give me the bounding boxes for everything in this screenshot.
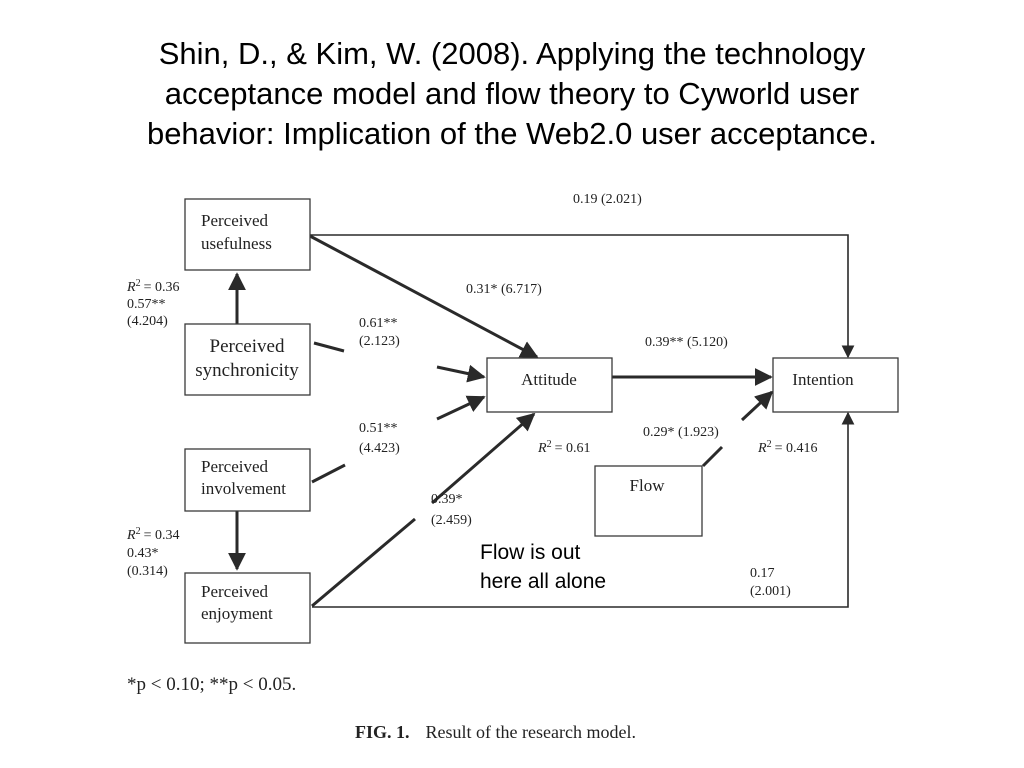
t-synchronicity-attitude: (2.123) <box>359 334 400 349</box>
node-synchronicity-line-1: Perceived <box>210 336 285 357</box>
r2-intention-symbol: R <box>757 441 767 456</box>
r2-attitude-symbol: R <box>537 441 547 456</box>
node-synchronicity-line-2: synchronicity <box>195 360 299 381</box>
node-perceived-synchronicity: Perceived synchronicity <box>184 323 311 396</box>
t-enjoyment-intention: (2.001) <box>750 584 791 599</box>
coef-enjoyment-attitude: 0.39* <box>431 492 463 507</box>
node-flow-label: Flow <box>630 476 666 495</box>
coef-involvement-enjoyment: 0.43* <box>127 546 159 561</box>
t-enjoyment-attitude: (2.459) <box>431 513 472 528</box>
slide-title: Shin, D., & Kim, W. (2008). Applying the… <box>40 34 984 154</box>
t-involvement-enjoyment: (0.314) <box>127 564 168 579</box>
node-perceived-usefulness: Perceived usefulness <box>184 198 311 271</box>
figure-caption-label: FIG. 1. <box>355 722 410 742</box>
r2-intention-exponent: 2 <box>767 439 772 450</box>
r2-intention: R2= 0.416 <box>757 439 817 456</box>
title-line-1: Shin, D., & Kim, W. (2008). Applying the… <box>158 36 866 71</box>
title-line-2: acceptance model and flow theory to Cywo… <box>164 76 860 111</box>
coef-attitude-intention: 0.39** (5.120) <box>645 335 728 350</box>
node-enjoyment-line-1: Perceived <box>201 582 269 601</box>
coef-usefulness-intention: 0.19 (2.021) <box>573 192 642 207</box>
coef-enjoyment-intention: 0.17 <box>750 566 775 581</box>
node-attitude-label: Attitude <box>521 370 577 389</box>
edge-flow-intention-start <box>701 445 724 468</box>
edge-synchronicity-attitude-end <box>436 364 486 383</box>
r2-attitude: R2= 0.61 <box>537 439 590 456</box>
node-intention: Intention <box>772 357 899 413</box>
r2-enjoyment-symbol: R <box>126 528 136 543</box>
edge-usefulness-attitude <box>309 234 539 359</box>
r2-intention-value: = 0.416 <box>775 441 818 456</box>
t-involvement-attitude: (4.423) <box>359 441 400 456</box>
edge-involvement-attitude-end <box>436 395 486 421</box>
node-attitude: Attitude <box>486 357 613 413</box>
edge-enjoyment-attitude-end <box>431 412 536 505</box>
coef-synchronicity-attitude: 0.61** <box>359 316 398 331</box>
node-intention-label: Intention <box>792 370 854 389</box>
node-usefulness-line-1: Perceived <box>201 211 269 230</box>
r2-usefulness-symbol: R <box>126 280 136 295</box>
flow-annotation-line-2: here all alone <box>480 570 607 593</box>
node-involvement-line-2: involvement <box>201 479 286 498</box>
r2-usefulness-value: = 0.36 <box>144 280 180 295</box>
coef-involvement-attitude: 0.51** <box>359 421 398 436</box>
edge-involvement-attitude-start <box>311 463 346 484</box>
figure-caption-text: Result of the research model. <box>425 722 636 742</box>
edge-flow-intention-end <box>740 390 774 422</box>
r2-enjoyment-exponent: 2 <box>136 526 141 537</box>
node-perceived-involvement: Perceived involvement <box>184 448 311 512</box>
r2-usefulness: R2= 0.36 <box>126 278 179 295</box>
coef-flow-intention: 0.29* (1.923) <box>643 425 719 440</box>
t-synchronicity-usefulness: (4.204) <box>127 314 168 329</box>
r2-enjoyment-value: = 0.34 <box>144 528 180 543</box>
node-flow: Flow <box>594 465 703 537</box>
edge-synchronicity-attitude-start <box>313 341 345 353</box>
r2-attitude-value: = 0.61 <box>555 441 591 456</box>
r2-enjoyment: R2= 0.34 <box>126 526 179 543</box>
coef-usefulness-attitude: 0.31* (6.717) <box>466 282 542 297</box>
figure-caption: FIG. 1. Result of the research model. <box>355 722 636 743</box>
node-involvement-line-1: Perceived <box>201 457 269 476</box>
edge-enjoyment-attitude-start <box>311 517 416 608</box>
coef-synchronicity-usefulness: 0.57** <box>127 297 166 312</box>
flow-annotation-line-1: Flow is out <box>480 541 581 564</box>
r2-attitude-exponent: 2 <box>547 439 552 450</box>
node-perceived-enjoyment: Perceived enjoyment <box>184 572 311 644</box>
node-enjoyment-line-2: enjoyment <box>201 604 273 623</box>
edge-enjoyment-intention <box>312 411 855 608</box>
significance-footnote: *p < 0.10; **p < 0.05. <box>127 674 297 695</box>
edge-usefulness-intention <box>310 234 855 359</box>
title-line-3: behavior: Implication of the Web2.0 user… <box>146 116 878 151</box>
flow-annotation: Flow is out here all alone <box>480 538 606 596</box>
node-usefulness-line-2: usefulness <box>201 234 272 253</box>
r2-usefulness-exponent: 2 <box>136 278 141 289</box>
